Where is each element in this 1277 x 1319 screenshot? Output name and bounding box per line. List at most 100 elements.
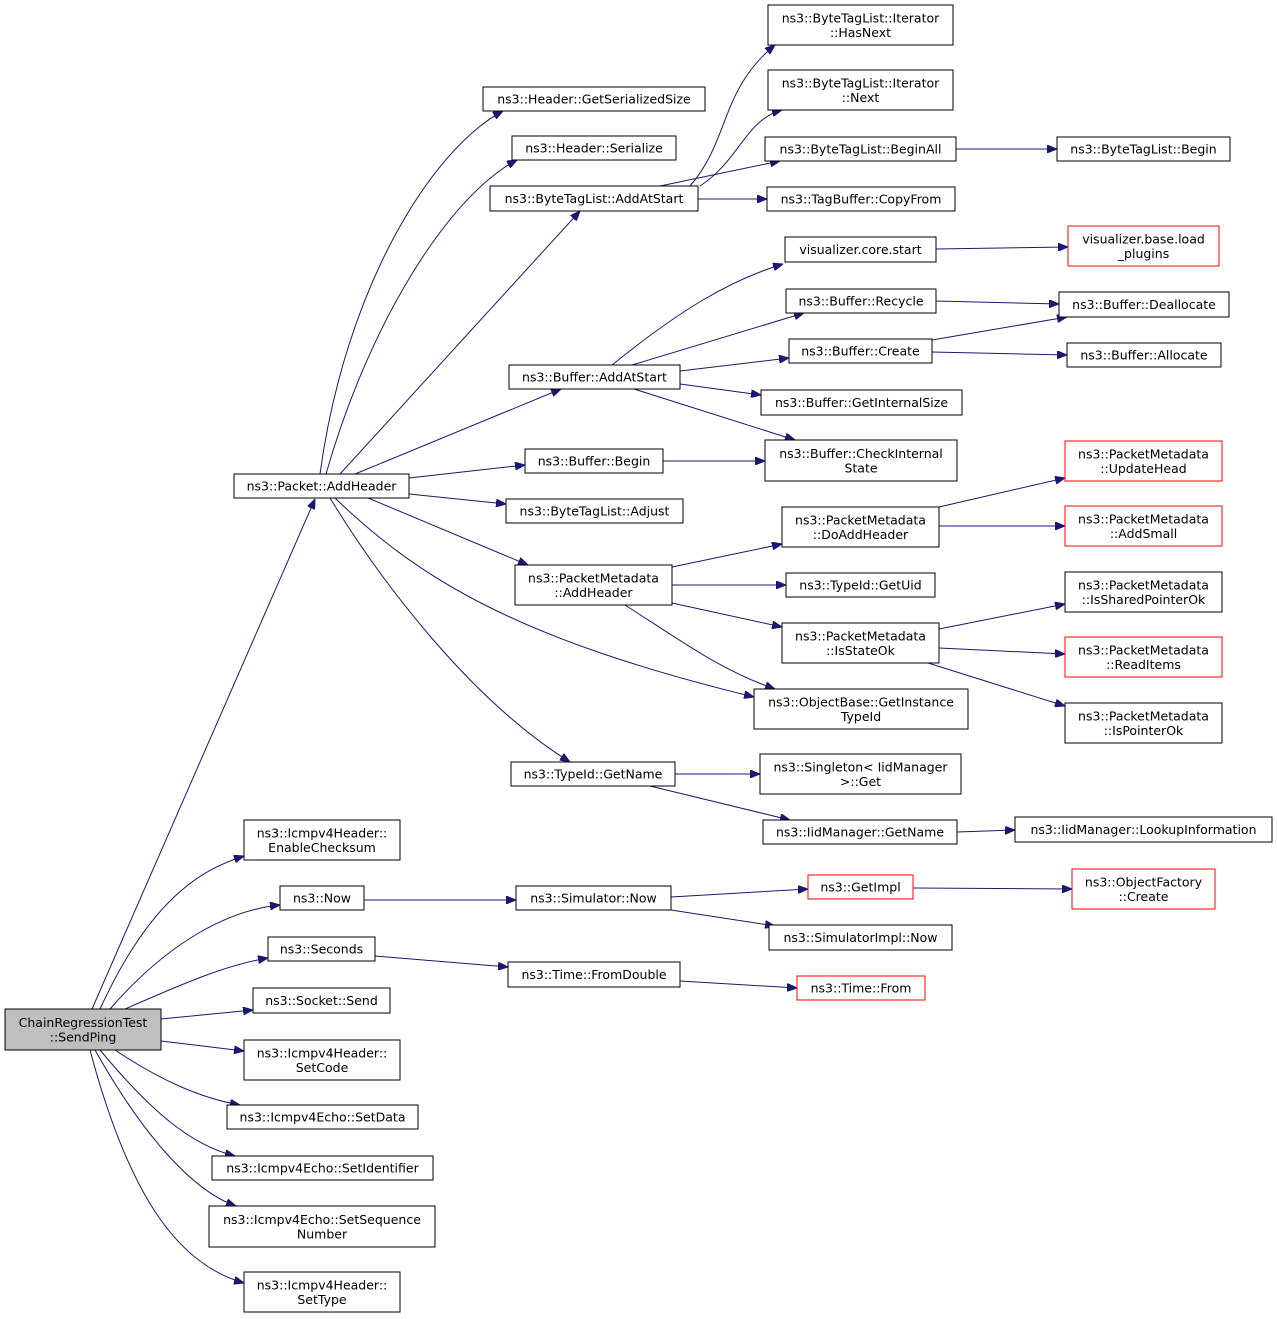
node-icmp_settype[interactable]: ns3::Icmpv4Header::SetType: [243, 1271, 401, 1313]
node-box: [515, 885, 672, 911]
node-iid_lookupinfo[interactable]: ns3::IidManager::LookupInformation: [1014, 816, 1273, 843]
node-label: ns3::Buffer::Recycle: [798, 294, 923, 309]
call-edge-root-to-icmp_settype: [89, 1049, 244, 1283]
node-box: [1064, 571, 1223, 613]
node-ns3_now[interactable]: ns3::Now: [279, 885, 365, 911]
node-label: ns3::PacketMetadata: [1078, 642, 1209, 657]
node-box: [766, 186, 956, 212]
node-label: ns3::Icmpv4Echo::SetData: [240, 1110, 406, 1125]
node-buf_getinternalsize[interactable]: ns3::Buffer::GetInternalSize: [760, 389, 963, 416]
node-time_fromdouble[interactable]: ns3::Time::FromDouble: [507, 961, 681, 988]
call-edge-vis_start-to-vis_loadplugins: [935, 247, 1068, 249]
node-buf_dealloc[interactable]: ns3::Buffer::Deallocate: [1058, 291, 1230, 318]
node-box: [767, 4, 954, 46]
node-pm_readitems[interactable]: ns3::PacketMetadata::ReadItems: [1064, 636, 1223, 678]
node-btl_begin[interactable]: ns3::ByteTagList::Begin: [1056, 136, 1231, 162]
call-edge-root-to-icmp_setcode: [160, 1040, 244, 1051]
node-box: [1071, 868, 1216, 910]
node-btl_beginall[interactable]: ns3::ByteTagList::BeginAll: [764, 136, 957, 162]
node-label: SetCode: [296, 1060, 349, 1075]
node-box: [781, 622, 940, 664]
node-singleton_get[interactable]: ns3::Singleton< IidManager>::Get: [759, 753, 962, 795]
call-edge-addheader-to-typeid_getname: [329, 497, 570, 762]
node-pm_isstateok[interactable]: ns3::PacketMetadata::IsStateOk: [781, 622, 940, 664]
node-pm_updatehead[interactable]: ns3::PacketMetadata::UpdateHead: [1064, 440, 1223, 482]
node-label: ns3::Icmpv4Echo::SetIdentifier: [226, 1161, 419, 1176]
node-label: ::DoAddHeader: [813, 527, 909, 542]
node-vis_loadplugins[interactable]: visualizer.base.load_plugins: [1067, 225, 1220, 267]
node-buf_alloc[interactable]: ns3::Buffer::Allocate: [1066, 342, 1222, 368]
node-box: [505, 498, 684, 524]
node-ns3_getimpl[interactable]: ns3::GetImpl: [807, 874, 914, 900]
call-edge-buf_addatstart-to-vis_start: [611, 264, 783, 366]
call-edge-pm_isstateok-to-pm_readitems: [938, 647, 1065, 654]
call-edge-root-to-socket_send: [160, 1010, 253, 1020]
call-edge-addheader-to-objbase_getinsttypeid: [334, 497, 754, 697]
node-btl_addatstart[interactable]: ns3::ByteTagList::AddAtStart: [489, 185, 699, 212]
node-tagbuf_copyfrom[interactable]: ns3::TagBuffer::CopyFrom: [766, 186, 956, 212]
node-label: ns3::PacketMetadata: [1078, 446, 1209, 461]
call-edge-pm_isstateok-to-pm_issharedptrok: [938, 604, 1065, 630]
node-label: ns3::ByteTagList::Iterator: [782, 75, 940, 90]
node-box: [267, 936, 376, 962]
node-ns3_seconds[interactable]: ns3::Seconds: [267, 936, 376, 962]
node-echo_setidentifier[interactable]: ns3::Icmpv4Echo::SetIdentifier: [211, 1155, 434, 1181]
node-label: ns3::Now: [293, 891, 351, 906]
node-iid_getname[interactable]: ns3::IidManager::GetName: [762, 819, 958, 845]
node-icmp_setcode[interactable]: ns3::Icmpv4Header::SetCode: [243, 1039, 401, 1081]
node-time_from[interactable]: ns3::Time::From: [796, 975, 926, 1001]
node-buf_addatstart[interactable]: ns3::Buffer::AddAtStart: [508, 364, 681, 390]
call-edge-buf_addatstart-to-buf_checkinternal: [633, 388, 795, 440]
node-box: [252, 987, 391, 1014]
node-buf_begin[interactable]: ns3::Buffer::Begin: [524, 448, 664, 474]
call-edge-ns3_seconds-to-time_fromdouble: [374, 955, 508, 967]
node-label: ns3::Seconds: [280, 942, 363, 957]
node-objfactory_create[interactable]: ns3::ObjectFactory::Create: [1071, 868, 1216, 910]
node-typeid_getname[interactable]: ns3::TypeId::GetName: [510, 761, 676, 787]
call-edge-buf_create-to-buf_dealloc: [931, 317, 1067, 341]
node-label: visualizer.core.start: [799, 242, 921, 257]
call-edge-addheader-to-btl_addatstart: [339, 211, 580, 475]
node-label: ns3::ByteTagList::Iterator: [782, 10, 940, 25]
node-buf_create[interactable]: ns3::Buffer::Create: [788, 338, 933, 364]
node-echo_setdata[interactable]: ns3::Icmpv4Echo::SetData: [226, 1104, 419, 1130]
node-pm_doaddheader[interactable]: ns3::PacketMetadata::DoAddHeader: [781, 506, 940, 548]
node-buf_recycle[interactable]: ns3::Buffer::Recycle: [785, 288, 937, 314]
node-hdr_getsersize[interactable]: ns3::Header::GetSerializedSize: [482, 86, 706, 112]
node-pm_issharedptrok[interactable]: ns3::PacketMetadata::IsSharedPointerOk: [1064, 571, 1223, 613]
node-btl_adjust[interactable]: ns3::ByteTagList::Adjust: [505, 498, 684, 524]
node-label: ns3::PacketMetadata: [795, 512, 926, 527]
node-label: ns3::Buffer::AddAtStart: [522, 370, 667, 385]
call-edge-addheader-to-pm_addheader: [367, 497, 528, 565]
node-pm_addsmall[interactable]: ns3::PacketMetadata::AddSmall: [1064, 505, 1223, 547]
node-box: [243, 1039, 401, 1081]
node-pm_ispointerok[interactable]: ns3::PacketMetadata::IsPointerOk: [1064, 702, 1223, 744]
node-sim_now[interactable]: ns3::Simulator::Now: [515, 885, 672, 911]
node-simimpl_now[interactable]: ns3::SimulatorImpl::Now: [768, 924, 953, 951]
node-label: ::HasNext: [830, 25, 891, 40]
node-box: [243, 819, 401, 861]
node-vis_start[interactable]: visualizer.core.start: [784, 236, 937, 263]
node-label: ::SendPing: [50, 1029, 117, 1044]
node-icmp_enablechecksum[interactable]: ns3::Icmpv4Header::EnableChecksum: [243, 819, 401, 861]
node-label: ns3::Buffer::CheckInternal: [779, 446, 943, 461]
call-edge-addheader-to-hdr_getsersize: [319, 111, 503, 475]
node-label: ns3::Icmpv4Header::: [257, 1045, 388, 1060]
node-pm_addheader[interactable]: ns3::PacketMetadata::AddHeader: [514, 564, 673, 606]
call-edge-pm_isstateok-to-pm_ispointerok: [927, 662, 1065, 706]
call-edge-buf_addatstart-to-buf_getinternalsize: [679, 383, 761, 395]
call-edge-buf_recycle-to-buf_dealloc: [935, 301, 1059, 304]
node-btl_it_hasnext[interactable]: ns3::ByteTagList::Iterator::HasNext: [767, 4, 954, 46]
node-hdr_serialize[interactable]: ns3::Header::Serialize: [511, 135, 677, 161]
node-socket_send[interactable]: ns3::Socket::Send: [252, 987, 391, 1014]
call-edge-buf_create-to-buf_alloc: [931, 352, 1067, 355]
node-btl_it_next[interactable]: ns3::ByteTagList::Iterator::Next: [767, 69, 954, 111]
node-box: [1058, 291, 1230, 318]
node-label: ChainRegressionTest: [19, 1015, 148, 1030]
node-box: [279, 885, 365, 911]
node-addheader[interactable]: ns3::Packet::AddHeader: [233, 473, 410, 499]
node-typeid_getuid[interactable]: ns3::TypeId::GetUid: [785, 572, 936, 598]
